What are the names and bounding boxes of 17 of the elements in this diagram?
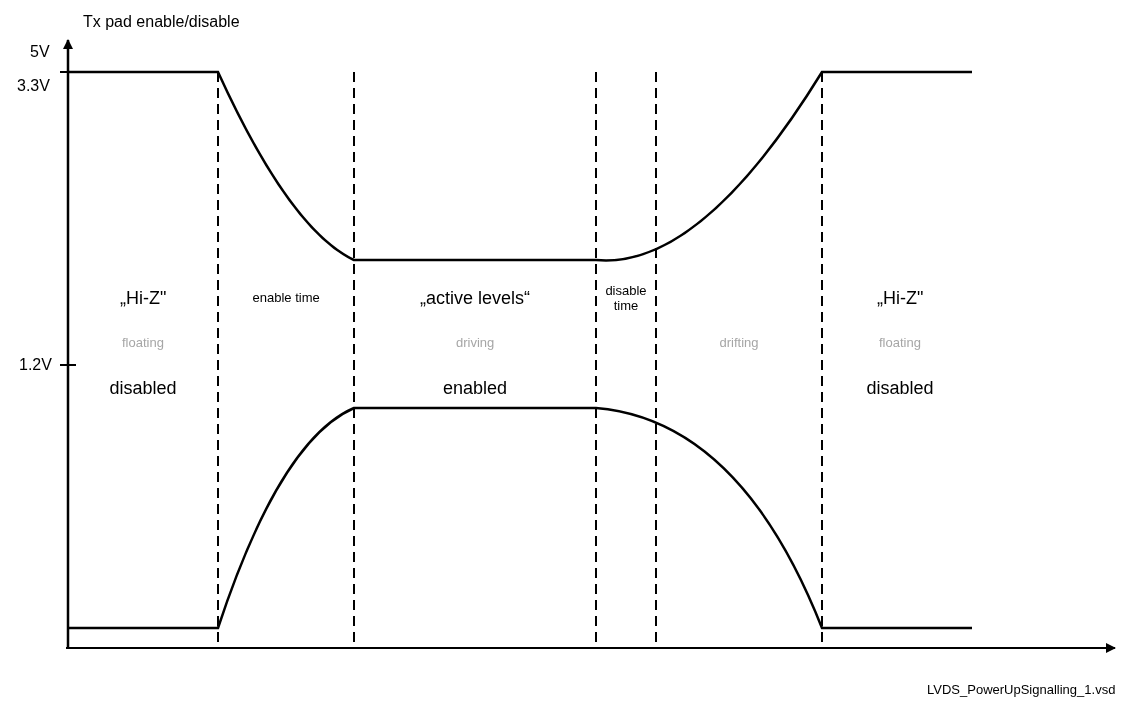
state-label: „Hi-Z" (120, 287, 167, 309)
mode-label: driving (456, 335, 495, 351)
file-name-label: LVDS_PowerUpSignalling_1.vsd (927, 682, 1116, 698)
status-label: enabled (443, 377, 508, 399)
state-label: „Hi-Z" (877, 287, 924, 309)
state-label: „active levels“ (420, 287, 531, 309)
phase-label: disable time (604, 284, 648, 314)
mode-label: floating (879, 335, 921, 351)
mode-label: drifting (719, 335, 759, 351)
mode-label: floating (122, 335, 164, 351)
voltage-label: 1.2V (19, 356, 52, 375)
voltage-label: 3.3V (17, 77, 50, 96)
axis-title: Tx pad enable/disable (83, 13, 240, 32)
phase-label: enable time (252, 290, 320, 306)
status-label: disabled (109, 377, 177, 399)
voltage-label: 5V (30, 43, 50, 62)
status-label: disabled (866, 377, 934, 399)
